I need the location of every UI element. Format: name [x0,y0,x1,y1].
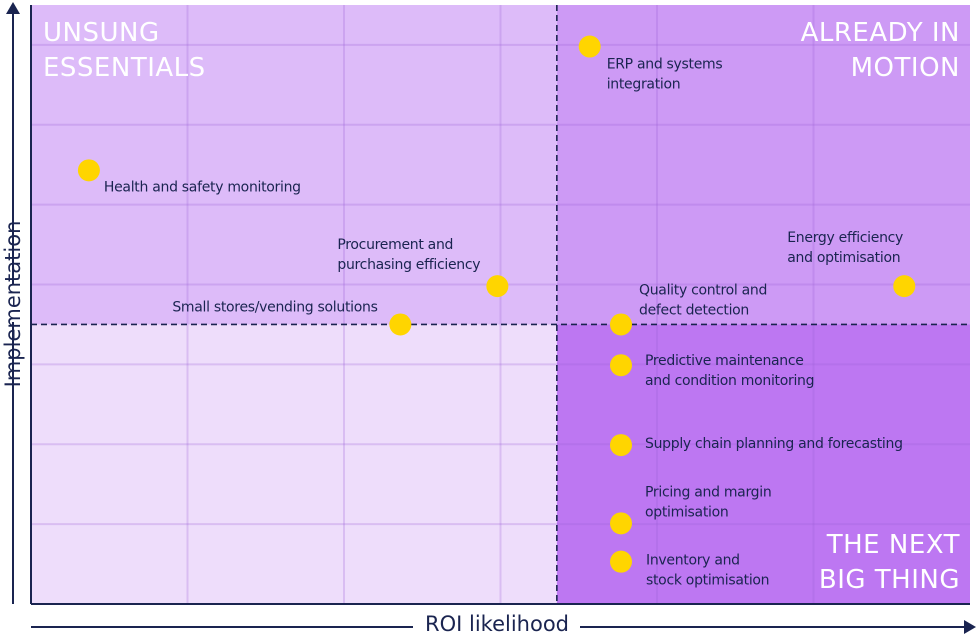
data-point-marker [578,35,601,58]
data-point-label: Inventory and [646,553,740,569]
data-point-marker [610,313,633,336]
quadrant-top-right [556,5,970,325]
data-point-label: defect detection [639,302,749,318]
data-point-label: purchasing efficiency [337,257,480,273]
data-point: Energy efficiency and optimisation [787,230,916,298]
data-point: Procurement and purchasing efficiency [337,237,509,298]
y-axis-title: Implementation [1,221,25,388]
data-point-label: Predictive maintenance [645,353,804,369]
data-point-marker [77,159,100,182]
data-point-marker [486,275,509,298]
data-point-label: Pricing and margin [645,484,771,500]
data-point: Quality control and defect detection [610,282,767,336]
quadrant-title-bottom-right: BIG THING [819,565,960,595]
data-point-label: Quality control and [639,282,767,298]
x-axis-arrowhead-icon [964,620,976,634]
data-point-marker [610,512,633,535]
quadrant-top-left [31,5,557,325]
data-point-marker [610,550,633,573]
data-point-marker [610,354,633,377]
quadrant-title-bottom-right: THE NEXT [826,530,960,560]
quadrant-title-top-left: ESSENTIALS [43,53,206,83]
data-point-label: Health and safety monitoring [104,179,301,195]
data-point: ERP and systems integration [578,35,723,93]
data-point-label: and optimisation [787,250,900,266]
data-point: Small stores/vending solutions [172,299,412,336]
data-point-label: Supply chain planning and forecasting [645,436,903,452]
data-point: Supply chain planning and forecasting [610,434,903,457]
data-point-label: stock optimisation [646,573,769,589]
data-point-label: integration [607,77,681,93]
data-point-label: Energy efficiency [787,230,903,246]
quadrant-bottom-left [31,324,557,604]
data-point-marker [389,313,412,336]
x-axis-title: ROI likelihood [425,612,569,636]
data-point-label: optimisation [645,504,728,520]
data-point-label: Small stores/vending solutions [172,299,377,315]
data-point-label: Procurement and [337,237,453,253]
data-point-marker [893,275,916,298]
quadrant-title-top-left: UNSUNG [43,18,160,48]
quadrant-title-top-right: ALREADY IN [801,18,960,48]
data-point-marker [610,434,633,457]
data-point-label: ERP and systems [607,57,723,73]
data-point: Predictive maintenance and condition moni… [610,353,815,389]
data-point: Inventory and stock optimisation [610,550,770,589]
data-point-label: and condition monitoring [645,373,814,389]
data-point: Pricing and margin optimisation [610,484,772,535]
data-point: Health and safety monitoring [77,159,301,195]
y-axis-arrowhead-icon [6,2,20,14]
quadrant-title-top-right: MOTION [851,53,960,83]
